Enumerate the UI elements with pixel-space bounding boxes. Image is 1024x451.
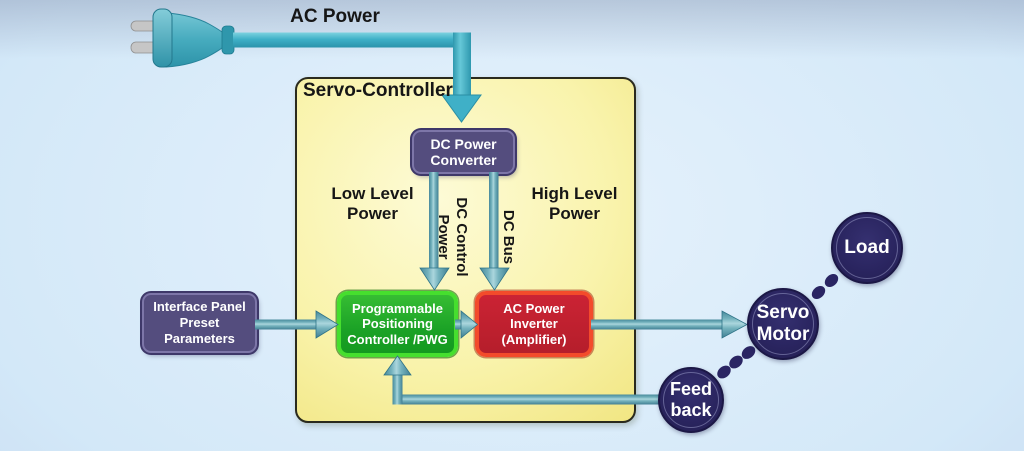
inverter-to-servo-arrow (591, 310, 748, 339)
ac-inverter-line2: Inverter (510, 316, 558, 332)
ac-plug-icon (130, 8, 235, 68)
interface-panel-box: Interface Panel Preset Parameters (142, 293, 257, 353)
positioning-controller-line1: Programmable (351, 300, 444, 316)
positioning-controller-box: Programmable Positioning Controller /PWG (337, 291, 458, 357)
interface-panel-line2: Preset Parameters (164, 315, 235, 346)
feedback-arrow (383, 355, 659, 405)
positioning-controller-line3: Controller /PWG (347, 331, 448, 347)
servo-controller-label: Servo-Controller (303, 80, 453, 101)
dc-control-line2: Power (435, 214, 453, 260)
dc-converter-line2: Converter (430, 152, 497, 168)
ac-power-label: AC Power (290, 6, 380, 27)
dc-control-power-label: DC Control Power (434, 185, 471, 289)
load-line1: Load (844, 237, 890, 258)
feedback-line2: back (670, 400, 712, 420)
servo-motor-line1: Servo (756, 302, 810, 323)
ac-power-cord-arrow (233, 32, 482, 123)
high-level-line2: Power (548, 203, 601, 223)
ac-inverter-box: AC Power Inverter (Amplifier) (475, 291, 593, 357)
dotted-link-servo-load (811, 274, 839, 299)
dc-control-line1: DC Control (453, 197, 470, 277)
load-circle: Load (831, 212, 903, 284)
feedback-circle: Feed back (658, 367, 724, 433)
dc-power-converter-box: DC Power Converter (412, 130, 515, 174)
dc-converter-line1: DC Power (430, 136, 497, 152)
dc-bus-arrow (479, 172, 510, 291)
low-level-line2: Power (346, 203, 399, 223)
high-level-line1: High Level (531, 184, 618, 203)
servo-motor-circle: Servo Motor (747, 288, 819, 360)
ac-inverter-line3: (Amplifier) (501, 331, 567, 347)
dc-bus-label: DC Bus (500, 209, 517, 265)
high-level-power-label: High Level Power (512, 184, 637, 223)
dc-control-power-arrow (419, 172, 450, 291)
ac-inverter-line1: AC Power (503, 300, 565, 316)
interface-to-controller-arrow (255, 310, 339, 339)
positioning-controller-line2: Positioning (362, 316, 433, 332)
low-level-line1: Low Level (331, 184, 414, 203)
dotted-link-feedback-servo (717, 346, 756, 379)
controller-to-inverter-arrow (455, 310, 479, 339)
low-level-power-label: Low Level Power (310, 184, 435, 223)
feedback-line1: Feed (669, 379, 712, 399)
interface-panel-line1: Interface Panel (153, 299, 246, 314)
servo-motor-line2: Motor (756, 324, 810, 345)
